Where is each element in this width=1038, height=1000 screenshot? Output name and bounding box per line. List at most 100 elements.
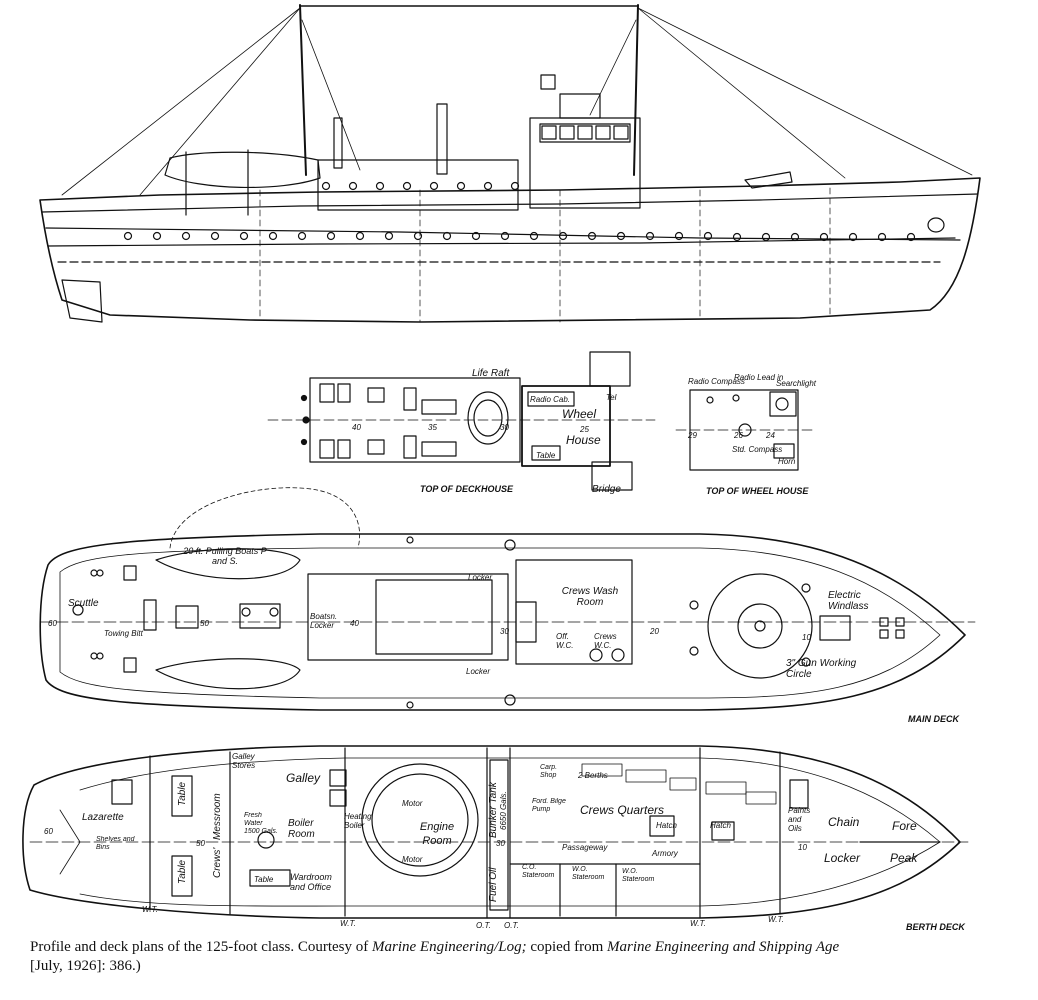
caption-source-2: Marine Engineering and Shipping Age <box>606 939 840 955</box>
deck-gun <box>744 171 793 189</box>
porthole <box>790 232 800 242</box>
engine-outline <box>361 763 479 877</box>
pulling-boat-starboard <box>155 658 301 690</box>
rigging <box>61 7 973 196</box>
frame-30: 30 <box>500 423 509 432</box>
main-mast <box>299 4 307 176</box>
label-bridge: Bridge <box>592 484 621 495</box>
label-crews-wc: Crews W.C. <box>594 632 617 650</box>
label-motor-bottom: Motor <box>402 855 423 864</box>
rudder <box>61 279 103 323</box>
label-bilge-pump: Ford. Bilge Pump <box>532 798 566 813</box>
deckhouse-fittings <box>300 383 457 459</box>
label-locker: Locker <box>824 851 861 865</box>
label-engine-room: Engine Room <box>419 821 455 847</box>
title-berth-deck: BERTH DECK <box>906 922 966 932</box>
porthole <box>510 181 520 191</box>
title-top-of-deckhouse: TOP OF DECKHOUSE <box>420 484 514 494</box>
porthole <box>848 232 858 242</box>
boat-davit-arc <box>169 487 360 549</box>
md-frame-60: 60 <box>48 619 57 628</box>
label-std-compass: Std. Compass <box>732 445 782 454</box>
frame-25: 25 <box>579 425 589 434</box>
fore-mast <box>633 4 639 176</box>
label-lazarette: Lazarette <box>82 812 124 823</box>
label-pulling-boats: 20 ft. Pulling Boats P and S. <box>183 546 267 566</box>
label-radio-cab: Radio Cab. <box>530 395 570 404</box>
label-wardroom: Wardroom and Office <box>290 872 332 892</box>
gun-working-circle <box>707 573 813 679</box>
main-deck-inner <box>59 547 941 699</box>
deckhouse-plan <box>267 351 656 491</box>
label-searchlight: Searchlight <box>776 379 817 388</box>
profile-frame-lines <box>259 187 831 323</box>
porthole <box>297 231 307 241</box>
caption-source-1: Marine Engineering/Log; <box>372 939 527 955</box>
label-chain: Chain <box>828 815 860 829</box>
caption-text-1: Profile and deck plans of the 125-foot c… <box>30 939 373 955</box>
label-galley-stores: Galley Stores <box>232 752 256 770</box>
porthole <box>375 181 385 191</box>
caption-text-3: [July, 1926]: 386.) <box>30 958 141 974</box>
berth-deck-bulkheads <box>149 747 781 919</box>
md-frame-30: 30 <box>500 627 509 636</box>
wheelhouse-window-panes <box>541 125 629 140</box>
porthole <box>355 231 365 241</box>
wheelhouse-top-plan <box>675 389 813 471</box>
label-messroom: Messroom <box>212 793 223 840</box>
vent-stack <box>333 117 343 169</box>
lifeboat-profile <box>164 151 321 189</box>
profile-view <box>39 4 981 323</box>
frame-29: 29 <box>687 431 697 440</box>
label-co-stateroom: C.O. Stateroom <box>522 864 555 879</box>
label-horn: Horn <box>778 457 796 466</box>
porthole <box>210 231 220 241</box>
bridge-wing-bottom <box>591 461 633 491</box>
bd-frame-10: 10 <box>798 843 807 852</box>
label-wo-stateroom-2: W.O. Stateroom <box>622 868 655 883</box>
label-boatsn-locker: Boatsn. Locker <box>310 612 338 630</box>
porthole <box>456 181 466 191</box>
portholes <box>123 181 916 242</box>
label-galley: Galley <box>286 771 321 785</box>
pilothouse-profile <box>529 117 641 209</box>
main-deck-hull <box>39 533 966 711</box>
label-locker-bottom: Locker <box>466 667 490 676</box>
md-frame-20: 20 <box>649 627 659 636</box>
label-radio-compass: Radio Compass <box>688 377 745 386</box>
label-wt-1: W.T. <box>142 905 158 914</box>
porthole <box>123 231 133 241</box>
label-radio-lead-in: Radio Lead in <box>734 373 784 382</box>
frame-40: 40 <box>352 423 361 432</box>
label-table: Table <box>536 451 556 460</box>
label-tel: Tel <box>606 393 617 402</box>
label-wt-2: W.T. <box>340 919 356 928</box>
pulling-boat-port <box>155 548 301 580</box>
porthole <box>326 231 336 241</box>
porthole <box>402 181 412 191</box>
hull-outline <box>39 177 981 323</box>
label-gun-working-circle: 3" Gun Working Circle <box>786 658 857 680</box>
porthole <box>500 231 510 241</box>
label-fresh-water: Fresh Water 1500 Gals. <box>244 812 278 835</box>
label-fore: Fore <box>892 819 917 833</box>
label-table-top: Table <box>177 781 188 806</box>
porthole <box>384 231 394 241</box>
label-locker-top: Locker <box>468 573 492 582</box>
label-gals: 6650 Gals. <box>499 791 508 830</box>
label-wt-3: W.T. <box>690 919 706 928</box>
porthole <box>587 231 597 241</box>
label-house: House <box>566 433 601 447</box>
main-deckhouse <box>307 573 509 661</box>
porthole <box>442 231 452 241</box>
label-wheel: Wheel <box>562 407 596 421</box>
label-crews-quarters: Crews Quarters <box>580 803 664 817</box>
porthole <box>321 181 331 191</box>
title-main-deck: MAIN DECK <box>908 714 960 724</box>
porthole <box>877 232 887 242</box>
porthole <box>413 231 423 241</box>
md-frame-40: 40 <box>350 619 359 628</box>
main-deck-fittings <box>72 536 699 709</box>
bd-frame-30: 30 <box>496 839 505 848</box>
label-paints-oils: Paints and Oils <box>788 806 811 833</box>
